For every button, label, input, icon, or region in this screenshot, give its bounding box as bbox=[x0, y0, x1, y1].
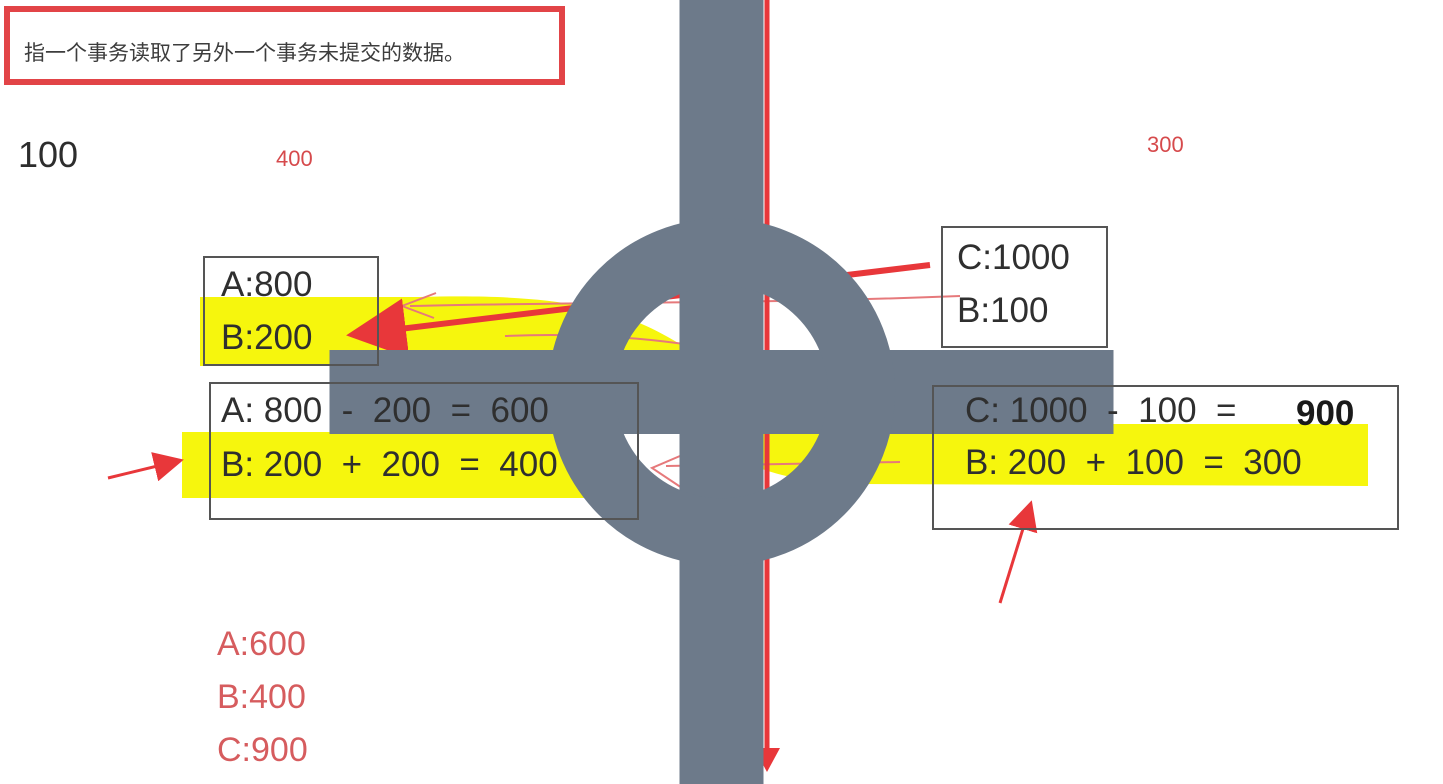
right-initial-b: B:100 bbox=[957, 291, 1049, 330]
right-calc-c: C: 1000 - 100 = bbox=[965, 391, 1237, 430]
red-arrow-pointer-left bbox=[107, 452, 184, 482]
thin-arrow-right-b-to-left-b bbox=[399, 292, 961, 319]
definition-text: 指一个事务读取了另外一个事务未提交的数据。 bbox=[24, 41, 465, 65]
right-initial-c: C:1000 bbox=[957, 238, 1070, 277]
left-initial-box bbox=[203, 256, 379, 366]
final-value-a: A:600 bbox=[217, 625, 306, 663]
left-initial-a: A:800 bbox=[221, 265, 313, 304]
definition-box: 指一个事务读取了另外一个事务未提交的数据。 bbox=[4, 6, 565, 85]
red-arrow-c-to-b bbox=[346, 262, 931, 359]
left-calc-box bbox=[209, 382, 639, 520]
right-calc-b: B: 200 + 100 = 300 bbox=[965, 443, 1302, 482]
right-calc-box bbox=[932, 385, 1399, 530]
left-calc-a: A: 800 - 200 = 600 bbox=[221, 391, 549, 430]
left-red-value: 400 bbox=[276, 146, 313, 171]
final-value-b: B:400 bbox=[217, 678, 306, 716]
thin-arrow-right-calc-to-left-calc bbox=[649, 449, 901, 497]
timeline-divider-arrowhead bbox=[754, 748, 780, 772]
right-initial-box bbox=[941, 226, 1108, 348]
final-value-c: C:900 bbox=[217, 731, 308, 769]
right-red-value: 300 bbox=[1147, 132, 1184, 157]
left-calc-b: B: 200 + 200 = 400 bbox=[221, 445, 558, 484]
top-left-value: 100 bbox=[18, 134, 79, 175]
left-initial-b: B:200 bbox=[221, 318, 313, 357]
right-calc-c-result: 900 bbox=[1296, 394, 1355, 433]
